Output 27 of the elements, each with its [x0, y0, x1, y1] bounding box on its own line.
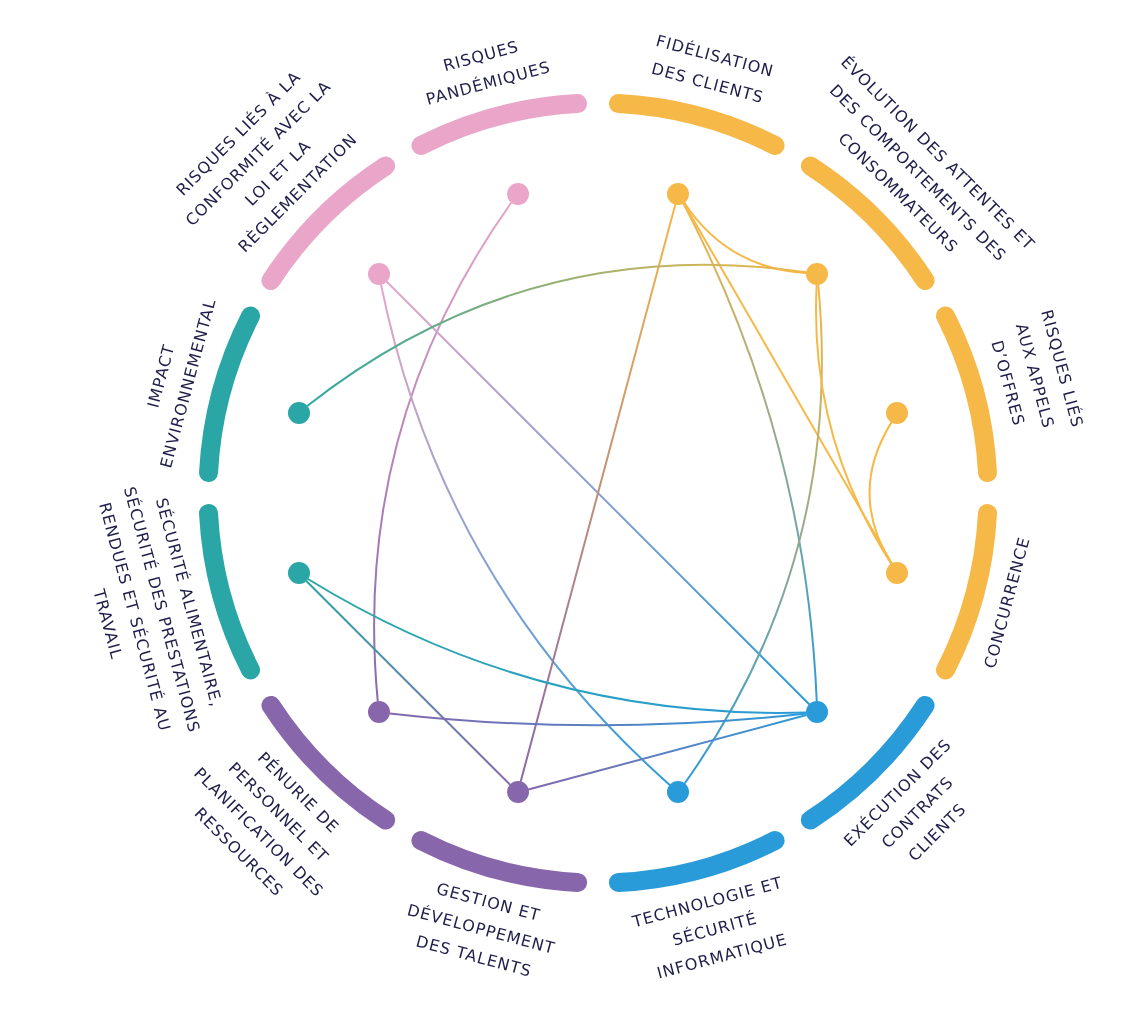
connector-line	[306, 578, 808, 714]
dot-marker	[367, 262, 390, 285]
dot-marker	[367, 701, 390, 724]
dot-marker	[506, 182, 529, 205]
dot-marker	[806, 701, 829, 724]
dot-marker	[287, 401, 310, 424]
connector-line	[380, 283, 671, 787]
connector-line	[305, 580, 511, 786]
dot-marker	[667, 781, 690, 804]
dot-marker	[886, 562, 909, 585]
connector-line	[527, 714, 808, 791]
dot-marker	[506, 781, 529, 804]
connector-line	[683, 201, 808, 275]
connector-line	[519, 203, 677, 783]
connector-line	[682, 202, 818, 703]
connector-line	[682, 202, 893, 565]
connector-line	[385, 280, 811, 706]
dot-marker	[806, 262, 829, 285]
connector-line	[868, 421, 893, 565]
connector-line	[306, 263, 808, 407]
dot-marker	[287, 562, 310, 585]
connector-line	[683, 283, 823, 785]
dot-marker	[667, 182, 690, 205]
connector-line	[815, 283, 893, 565]
connector-line	[388, 712, 808, 727]
dot-marker	[886, 401, 909, 424]
connector-line	[373, 201, 513, 703]
